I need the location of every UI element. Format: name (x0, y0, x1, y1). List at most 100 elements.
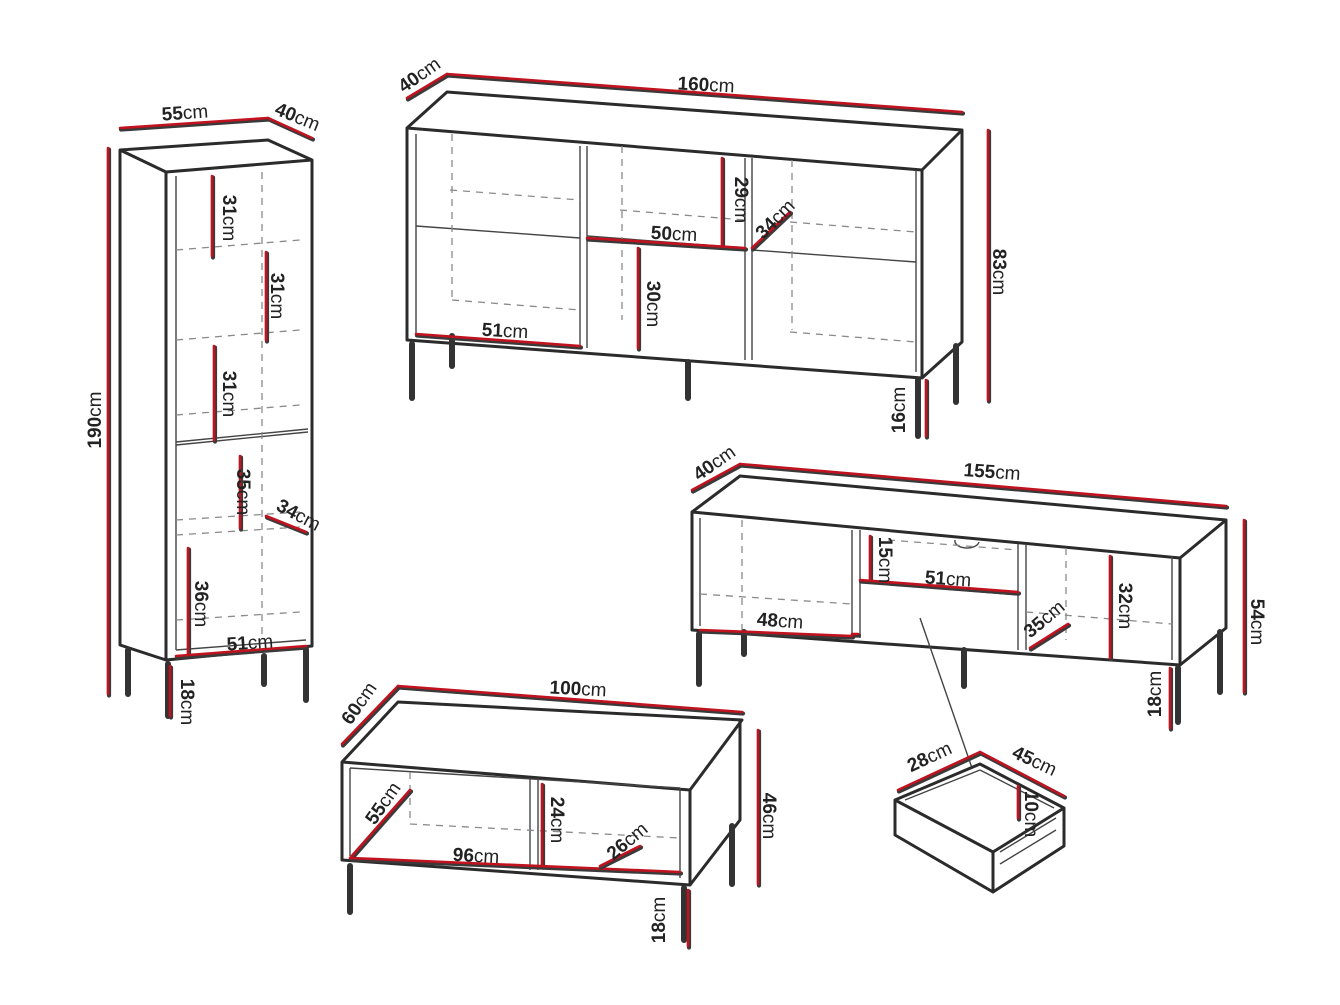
dimension-value: 24 (546, 797, 567, 819)
dimension-line (348, 788, 412, 860)
dimension-unit: cm (546, 818, 567, 843)
dimension-unit: cm (988, 270, 1009, 295)
dimension-line (690, 462, 742, 492)
sideboard-height-label: 83cm (988, 249, 1009, 295)
sideboard-shelf-height-label: 30cm (642, 281, 663, 327)
dimension-line (858, 578, 1020, 594)
dimension-value: 18 (1145, 696, 1166, 717)
dimension-line-shadow (174, 645, 310, 660)
cabinet-width-label: 55cm (161, 101, 209, 125)
dimension-unit: cm (758, 814, 779, 839)
dimension-value: 54 (1246, 599, 1267, 621)
coffee-table-shelf-depth-label: 26cm (603, 819, 652, 865)
dimension-unit: cm (190, 602, 211, 627)
dimension-line (266, 116, 314, 140)
coffee-table-inner-width-label: 96cm (452, 845, 500, 868)
coffee-table (340, 700, 744, 943)
tv-stand-height-label: 54cm (1246, 599, 1267, 645)
tv-stand-compartment-width-label: 48cm (756, 609, 804, 633)
dimension-line (585, 236, 747, 250)
dimension-value: 16 (889, 412, 910, 433)
dimension-unit: cm (218, 216, 239, 241)
tv-stand-drawer-width-label: 51cm (924, 567, 972, 591)
cabinet-shelf-5-label: 36cm (190, 581, 211, 627)
dimension-unit: cm (473, 846, 499, 868)
dimension-line-shadow (690, 463, 744, 494)
dimension-unit: cm (994, 462, 1021, 485)
dimension-unit: cm (649, 897, 670, 922)
dimension-unit: cm (1145, 671, 1166, 696)
sideboard (405, 90, 964, 439)
dimension-line-shadow (348, 789, 414, 862)
dimension-line-shadow (858, 579, 1022, 596)
dimension-unit: cm (232, 490, 253, 515)
dimension-line-shadow (738, 463, 1230, 510)
dimension-value: 30 (642, 281, 663, 302)
dimension-unit: cm (502, 321, 528, 343)
drawer-height-label: 10cm (1020, 791, 1041, 837)
sideboard-leg-height-label: 16cm (889, 387, 910, 433)
dimension-value: 36 (190, 581, 211, 602)
dimension-value: 10 (1020, 791, 1041, 812)
dimension-value: 31 (266, 273, 287, 295)
dimension-unit: cm (85, 391, 106, 416)
dimension-value: 46 (758, 793, 779, 814)
sideboard-inner-width-label: 50cm (650, 223, 698, 246)
dimension-value: 160 (677, 74, 710, 97)
dimension-line-shadow (750, 211, 794, 252)
dimension-value: 51 (924, 567, 947, 589)
dimension-lines (106, 72, 1248, 950)
dimension-value: 155 (963, 460, 997, 483)
dimension-line-shadow (585, 237, 749, 252)
dimension-unit: cm (176, 700, 197, 725)
dimension-line-shadow (396, 685, 746, 716)
cabinet-inner-width-label: 51cm (226, 631, 274, 655)
dimension-line-shadow (340, 685, 402, 748)
dimension-unit: cm (642, 302, 663, 327)
dimension-unit: cm (266, 294, 287, 319)
cabinet-shelf-4-label: 35cm (232, 469, 253, 515)
cabinet-height-label: 190cm (85, 391, 106, 448)
dimension-line (698, 628, 854, 638)
dimension-line-shadow (348, 857, 684, 876)
dimension-value: 55 (161, 103, 184, 125)
dimension-line (1028, 622, 1070, 650)
dimension-value: 15 (874, 537, 895, 559)
dimension-line (396, 684, 744, 714)
coffee-table-height-label: 46cm (758, 793, 779, 839)
dimension-unit: cm (247, 631, 274, 654)
dimension-line (978, 750, 1066, 798)
dimension-unit: cm (889, 387, 910, 412)
dimension-value: 50 (650, 223, 672, 245)
tv-stand-leg-height-label: 18cm (1145, 671, 1166, 717)
dimension-unit: cm (1020, 812, 1041, 837)
tv-stand-inner-depth-label: 35cm (1020, 597, 1069, 643)
dimension-value: 29 (730, 177, 751, 198)
cabinet-leg-height-label: 18cm (176, 679, 197, 725)
dimension-unit: cm (218, 392, 239, 417)
dimension-line-shadow (118, 117, 272, 132)
dimension-unit: cm (581, 679, 607, 701)
dimension-value: 31 (218, 371, 239, 393)
dimension-value: 100 (549, 678, 582, 701)
dimension-line (738, 462, 1228, 508)
dimension-line (445, 72, 964, 114)
dimension-line (264, 514, 308, 534)
dimension-line-shadow (896, 751, 984, 794)
dimension-line (750, 210, 792, 250)
dimension-unit: cm (945, 569, 972, 592)
dimension-line (414, 332, 582, 348)
dimension-line (598, 844, 642, 868)
dimension-line-shadow (405, 73, 451, 102)
drawer-width-label: 45cm (1009, 742, 1060, 781)
sideboard-width-label: 160cm (677, 74, 735, 98)
dimension-value: 18 (649, 922, 670, 943)
dimension-unit: cm (182, 101, 209, 124)
dimension-value: 32 (1114, 583, 1135, 604)
dimension-unit: cm (671, 224, 697, 246)
dimension-value: 83 (988, 249, 1009, 270)
dimension-line (405, 72, 449, 100)
sideboard-compartment-height-label: 29cm (730, 177, 751, 223)
dimension-line (174, 644, 308, 658)
